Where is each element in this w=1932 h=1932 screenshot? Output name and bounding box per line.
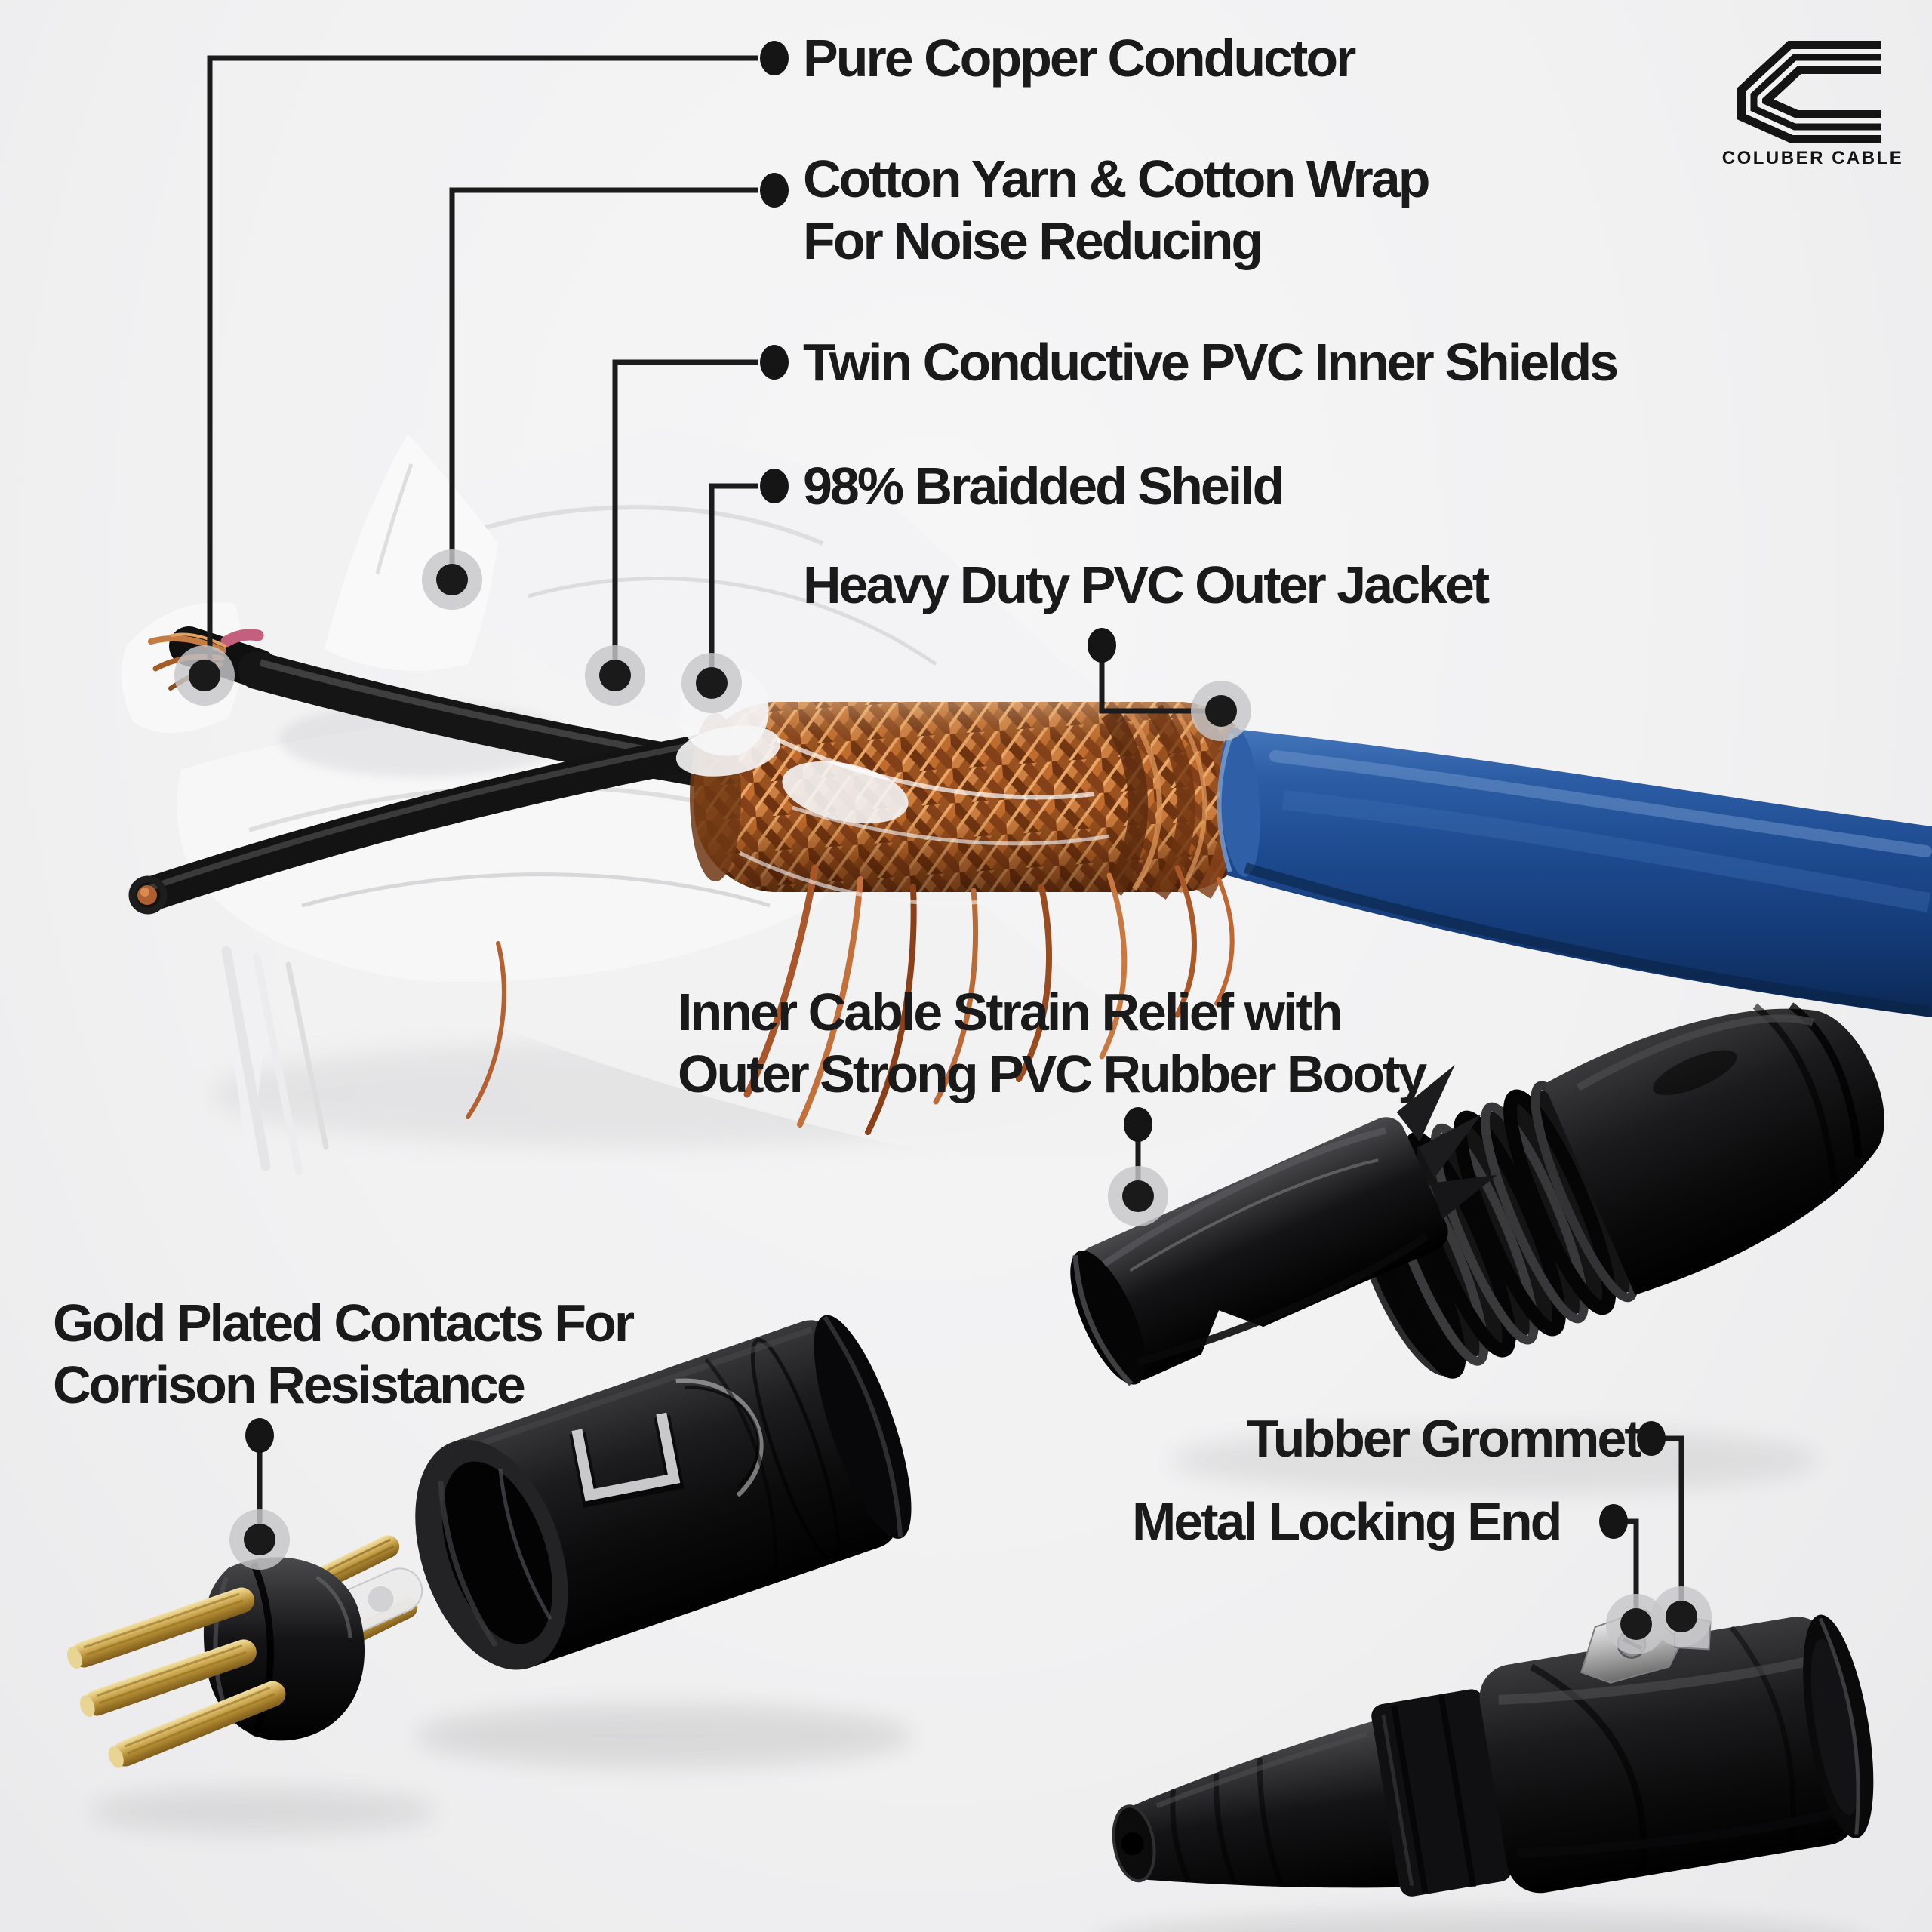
marker-pure-copper bbox=[174, 645, 235, 706]
pink-inner-wire bbox=[220, 629, 264, 648]
cotton-overlay-strands bbox=[738, 737, 1110, 906]
hub-groove bbox=[250, 1562, 274, 1738]
gold-pin-3 bbox=[108, 1681, 286, 1768]
marker-outer-jacket bbox=[1191, 681, 1251, 741]
xlr-shadow bbox=[1125, 1912, 1833, 1932]
embossed-c-logo-icon bbox=[569, 1412, 685, 1508]
strain-relief-photo bbox=[1070, 1002, 1884, 1494]
booty-dimple bbox=[1652, 1050, 1737, 1096]
thread-rings bbox=[1353, 1081, 1639, 1379]
label-dot-gold-contacts bbox=[245, 1418, 274, 1453]
marker-twin-shields bbox=[585, 645, 645, 706]
label-dot-metal-locking bbox=[1599, 1504, 1628, 1539]
jacket-bottom-shade bbox=[1244, 863, 1930, 1017]
cotton-crease bbox=[301, 872, 771, 908]
jacket-highlight bbox=[1269, 750, 1932, 857]
label-outer-jacket: Heavy Duty PVC Outer Jacket bbox=[803, 555, 1490, 614]
jacket-sheen bbox=[1281, 790, 1931, 912]
xlr-boot bbox=[1121, 1720, 1404, 1888]
stripped-cable-photo bbox=[121, 426, 1932, 1177]
strain-relief-claw bbox=[1070, 1064, 1497, 1386]
jacket-cut-face bbox=[1220, 728, 1260, 877]
cotton-petal-lower bbox=[177, 721, 857, 982]
embossed-swirl bbox=[675, 1378, 764, 1497]
marker-strain-relief bbox=[1108, 1166, 1168, 1226]
xlr-connector-photo bbox=[1112, 1608, 1874, 1932]
blue-outer-jacket bbox=[1217, 728, 1932, 1017]
pins-shadow bbox=[91, 1789, 438, 1834]
marker-braided-shield bbox=[681, 653, 742, 713]
barrel-end-cap bbox=[814, 1315, 912, 1539]
label-strain-relief: Inner Cable Strain Relief with Outer Str… bbox=[678, 983, 1427, 1103]
coluber-c-logo-icon bbox=[1737, 41, 1881, 143]
jacket-cut-rim bbox=[1217, 733, 1234, 872]
barrel-shadow bbox=[415, 1704, 913, 1767]
callout-line-twin-shields bbox=[612, 359, 758, 666]
callout-line-outer-jacket bbox=[1099, 651, 1208, 714]
gold-pin-1 bbox=[66, 1587, 255, 1669]
callout-dots bbox=[245, 41, 1666, 1539]
boot-cable-hole bbox=[1121, 1832, 1144, 1856]
claw-mouth bbox=[1070, 1251, 1146, 1385]
barrel-seam-ring bbox=[750, 1338, 841, 1562]
cotton-crease bbox=[528, 577, 937, 666]
booty-highlight bbox=[1576, 1014, 1814, 1091]
marker-metal-locking bbox=[1606, 1594, 1666, 1654]
label-gold-contacts: Gold Plated Contacts For Corrison Resist… bbox=[53, 1294, 635, 1414]
label-tubber-grommet: Tubber Grommet bbox=[1247, 1409, 1642, 1468]
gold-contacts-photo bbox=[66, 1535, 438, 1834]
black-conductor-lower bbox=[128, 731, 734, 915]
label-dot-strain-relief bbox=[1124, 1107, 1152, 1142]
label-pure-copper: Pure Copper Conductor bbox=[803, 29, 1356, 88]
label-dot-twin-shields bbox=[760, 345, 789, 380]
label-dot-pure-copper bbox=[760, 41, 789, 75]
claw-prong bbox=[1429, 1174, 1497, 1220]
label-dot-braided-shield bbox=[760, 469, 789, 503]
brand-name: COLUBER CABLE bbox=[1721, 148, 1904, 168]
copper-wisps bbox=[466, 864, 1235, 1135]
rubber-booty-body bbox=[1543, 1008, 1884, 1295]
claw-prong bbox=[1418, 1114, 1482, 1179]
cotton-crease bbox=[375, 463, 414, 574]
label-dot-tubber-grommet bbox=[1637, 1421, 1666, 1456]
callout-line-cotton-yarn bbox=[449, 187, 758, 570]
marker-gold-contacts bbox=[229, 1509, 290, 1570]
gold-pin-2 bbox=[79, 1639, 257, 1718]
barrel-photo bbox=[415, 1315, 913, 1767]
claw-rim bbox=[1072, 1255, 1134, 1386]
label-cotton-yarn: Cotton Yarn & Cotton Wrap For Noise Redu… bbox=[803, 149, 1430, 270]
label-twin-shields: Twin Conductive PVC Inner Shields bbox=[803, 333, 1619, 392]
marker-cotton-yarn bbox=[422, 549, 482, 610]
callout-line-pure-copper bbox=[207, 55, 758, 664]
label-braided-shield: 98% Braidded Sheild bbox=[803, 457, 1284, 515]
claw-prong bbox=[1396, 1064, 1455, 1142]
label-metal-locking: Metal Locking End bbox=[1132, 1492, 1562, 1551]
label-dot-cotton-yarn bbox=[760, 173, 789, 208]
target-markers bbox=[174, 549, 1712, 1654]
marker-tubber-grommet bbox=[1651, 1586, 1712, 1647]
cotton-crease bbox=[482, 505, 824, 546]
braided-copper-shield bbox=[690, 702, 1260, 900]
callout-line-braided-shield bbox=[709, 483, 758, 673]
label-dot-outer-jacket bbox=[1088, 628, 1116, 663]
